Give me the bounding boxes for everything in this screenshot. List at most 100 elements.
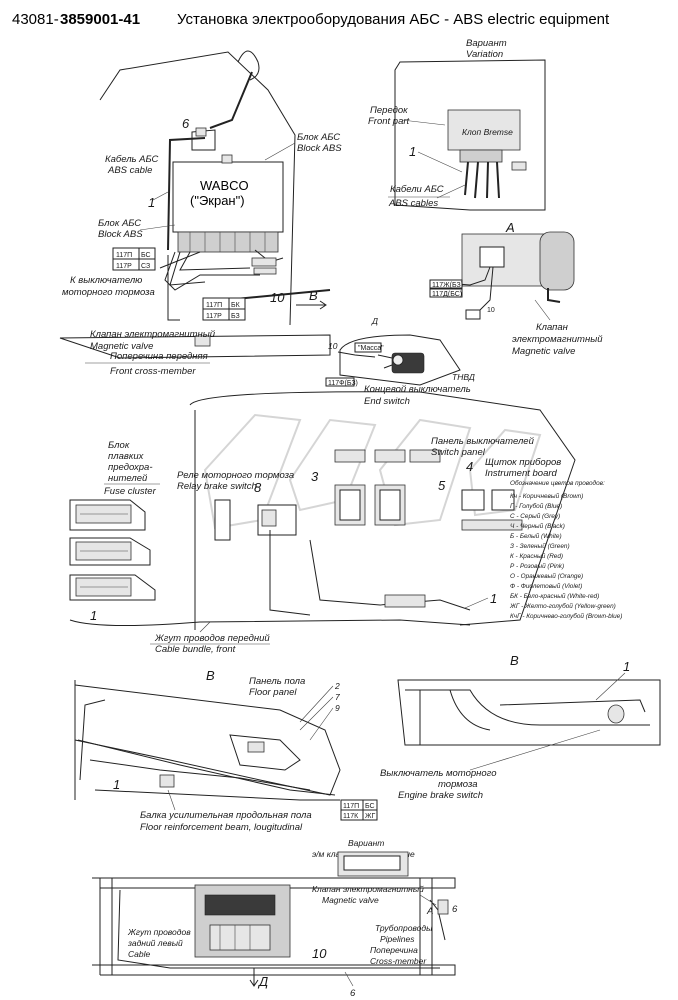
label-relay-en: Relay brake switch <box>177 481 257 492</box>
label-valve-ru-2: электромагнитный <box>512 334 603 345</box>
wire-tag-117r-sz: 117Р СЗ <box>112 258 156 271</box>
callout-10-a: 10 <box>487 307 495 314</box>
label-floor-ru: Панель пола <box>249 676 305 687</box>
legend-item: С - Серый (Grey) <box>510 512 560 520</box>
legend-item: О - Оранжевый (Orange) <box>510 572 583 580</box>
svg-text:117Ф(БЗ): 117Ф(БЗ) <box>328 380 358 387</box>
floor-panel-view: В Панель пола Floor panel 2 7 9 1 Балка … <box>74 668 378 833</box>
callout-6-bottom-right: 6 <box>452 904 458 915</box>
svg-text:117П: 117П <box>206 302 222 309</box>
cab-dashboard-view: Блок плавких предохра- нителей Fuse clus… <box>69 391 576 655</box>
label-fuse-en: Fuse cluster <box>104 486 157 497</box>
label-engine-switch-ru-2: тормоза <box>438 779 478 790</box>
svg-text:117П: 117П <box>343 803 359 810</box>
label-front-part-en: Front part <box>368 116 410 127</box>
label-instrument-ru: Щиток приборов <box>485 457 561 468</box>
label-instrument-en: Instrument board <box>485 468 558 479</box>
label-abs-cables-en: ABS cables <box>388 198 438 209</box>
wire-tag-117r-bz: 117Р БЗ <box>202 308 246 321</box>
legend-item: К - Красный (Red) <box>510 552 563 560</box>
label-fuse-ru-3: предохра- <box>108 462 153 473</box>
callout-1-floor: 1 <box>113 777 120 792</box>
label-pipelines-ru: Трубопроводы <box>375 923 433 933</box>
label-abs-cable-ru: Кабель АБС <box>105 154 158 165</box>
legend-item: Ф - Фиолетовый (Violet) <box>510 582 582 590</box>
view-letter-a: А <box>505 220 515 235</box>
callout-1-variant: 1 <box>409 144 416 159</box>
wabco-block <box>172 161 284 233</box>
front-cross-member-view: Клапан электромагнитный Magnetic valve П… <box>59 329 331 377</box>
label-beam-en: Floor reinforcement beam, lougitudinal <box>140 822 303 833</box>
svg-text:117Р: 117Р <box>206 313 222 320</box>
wire-code-117zh: 117Ж(БЗ) <box>429 279 463 289</box>
label-abs-cable-en: ABS cable <box>107 165 152 176</box>
label-variant-bottom-ru: Вариант <box>348 838 384 848</box>
label-engine-switch-ru: Выключатель моторного <box>380 768 497 779</box>
label-to-switch-1: К выключателю <box>70 275 142 286</box>
label-pipelines-en: Pipelines <box>380 934 415 944</box>
wire-tag-117p-bs-floor: 117П БС <box>340 799 378 811</box>
wabco-label: WABCO <box>200 178 249 193</box>
callout-7: 7 <box>335 692 340 702</box>
label-harness-ru: Жгут проводов передний <box>154 633 270 644</box>
label-floor-en: Floor panel <box>249 687 297 698</box>
label-block-abs-ru: Блок АБС <box>297 132 340 143</box>
wabco-label-ru: ("Экран") <box>190 193 245 208</box>
svg-text:БЗ: БЗ <box>231 313 240 320</box>
label-bremse: Клоп Bremse <box>462 127 513 137</box>
view-a-magnetic-valve: А 117Ж(БЗ) 117Д(БС) 10 Клапан электромаг… <box>429 220 603 357</box>
svg-text:117П: 117П <box>116 252 132 259</box>
label-end-switch-en: End switch <box>364 396 410 407</box>
view-d-end-switch: Д 10 "Масса" 117Ф(БЗ) ТНВД Концевой выкл… <box>325 316 475 407</box>
label-cross-ru: Поперечина передняя <box>110 351 208 362</box>
label-block-abs-left-en: Block ABS <box>98 229 143 240</box>
view-letter-d-bottom: Д <box>257 974 268 989</box>
callout-3: 3 <box>311 469 319 484</box>
callout-1: 1 <box>148 195 155 210</box>
label-harness-rear-ru-1: Жгут проводов <box>127 927 191 937</box>
drawing-number: 3859001-41 <box>60 11 140 28</box>
label-relay-ru: Реле моторного тормоза <box>177 470 294 481</box>
label-cross-member-bottom-en: Cross-member <box>370 956 427 966</box>
label-fuse-ru-1: Блок <box>108 440 130 451</box>
label-harness-rear-ru-2: задний левый <box>127 938 183 948</box>
label-valve-en: Magnetic valve <box>512 346 575 357</box>
callout-1-cab-right: 1 <box>490 591 497 606</box>
legend-item: КчГ - Коричнево-голубой (Brown-blue) <box>510 612 622 620</box>
label-switch-panel-ru: Панель выключателей <box>431 436 535 447</box>
wire-color-legend: Обозначение цветов проводов: Кч - Коричн… <box>509 479 622 620</box>
label-fuse-ru-4: нителей <box>108 473 148 484</box>
callout-6-bottom: 6 <box>350 988 356 999</box>
svg-text:117Д(БС): 117Д(БС) <box>432 291 462 298</box>
label-tnvd: ТНВД <box>452 372 475 382</box>
drawing-title: Установка электрооборудования АБС - ABS … <box>177 11 610 28</box>
legend-item: Р - Розовый (Pink) <box>510 562 564 570</box>
wire-tag-117k-zhg: 117К ЖГ <box>340 809 378 821</box>
label-harness-en: Cable bundle, front <box>155 644 236 655</box>
cable-connector <box>195 127 207 137</box>
variant-bremse-view: Вариант Variation Клоп Bremse Передок Fr… <box>368 38 546 211</box>
callout-10-bottom: 10 <box>312 946 327 961</box>
label-massa: "Масса" <box>358 345 384 352</box>
svg-text:БС: БС <box>141 252 151 259</box>
label-fuse-ru-2: плавких <box>108 451 145 462</box>
label-front-part-ru: Передок <box>370 105 408 116</box>
callout-10: 10 <box>270 290 285 305</box>
view-letter-d: Д <box>371 316 378 326</box>
label-valve-ru-1: Клапан <box>536 322 569 333</box>
label-variant-en: Variation <box>466 49 503 60</box>
callout-1-cab-left: 1 <box>90 608 97 623</box>
label-engine-switch-en: Engine brake switch <box>398 790 483 801</box>
view-marker-b: В <box>309 288 318 303</box>
label-harness-rear-en: Cable <box>128 949 150 959</box>
legend-title: Обозначение цветов проводов: <box>510 479 605 487</box>
svg-text:БК: БК <box>231 302 241 309</box>
label-cross-member-bottom-ru: Поперечина <box>370 945 418 955</box>
label-beam-ru: Балка усилительная продольная пола <box>140 810 312 821</box>
legend-item: ЖГ - Желто-голубой (Yellow-green) <box>509 602 616 610</box>
callout-9: 9 <box>335 703 340 713</box>
label-valve-en-mid: Magnetic valve <box>90 341 153 352</box>
callout-8: 8 <box>254 480 262 495</box>
callout-6: 6 <box>182 116 190 131</box>
legend-item: З - Зеленый (Green) <box>510 542 570 550</box>
